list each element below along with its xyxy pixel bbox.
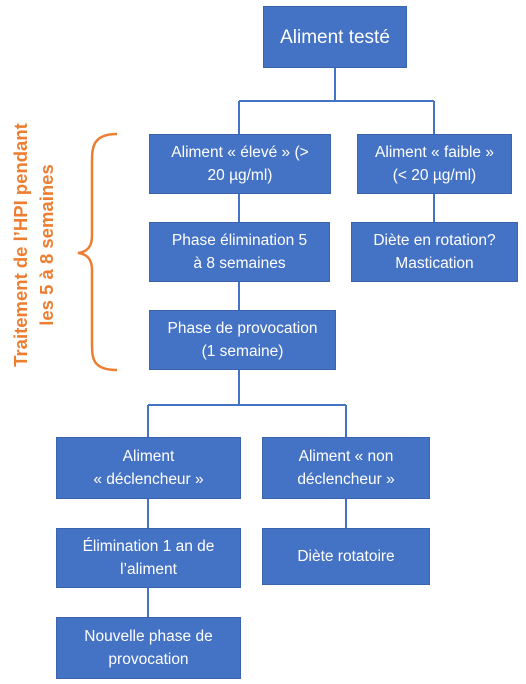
elimination-phase-line-2: à 8 semaines <box>193 255 286 272</box>
high-food-line-1: Aliment « élevé » (> <box>171 144 309 161</box>
rotation-diet-line-2: Mastication <box>395 255 474 272</box>
orange-brace <box>77 132 118 372</box>
box-high-food: Aliment « élevé » (> 20 µg/ml) <box>149 134 331 194</box>
high-food-line-2: 20 µg/ml) <box>207 167 273 184</box>
rotary-diet-label: Diète rotatoire <box>297 548 395 565</box>
box-trigger-food: Aliment « déclencheur » <box>56 437 241 499</box>
side-label-line-1: Traitement de l’HPI pendant <box>10 123 31 367</box>
low-food-line-1: Aliment « faible » <box>375 144 494 161</box>
elimination-phase-line-1: Phase élimination 5 <box>171 232 308 249</box>
side-label: Traitement de l’HPI pendant les 5 à 8 se… <box>8 100 60 390</box>
root-box-label: Aliment testé <box>280 26 390 48</box>
non-trigger-food-line-1: Aliment « non <box>298 448 394 465</box>
provocation-phase-line-1: Phase de provocation <box>167 320 318 337</box>
box-non-trigger-food: Aliment « non déclencheur » <box>262 437 430 499</box>
trigger-food-line-1: Aliment <box>122 448 175 465</box>
root-box-aliment-teste: Aliment testé <box>263 6 407 68</box>
box-provocation-phase: Phase de provocation (1 semaine) <box>149 310 336 370</box>
provocation-phase-line-2: (1 semaine) <box>201 343 284 360</box>
low-food-line-2: (< 20 µg/ml) <box>392 167 477 184</box>
trigger-food-line-2: « déclencheur » <box>93 471 204 488</box>
elimination-year-line-1: Élimination 1 an de <box>82 538 215 555</box>
non-trigger-food-line-2: déclencheur » <box>297 471 395 488</box>
box-elimination-phase: Phase élimination 5 à 8 semaines <box>149 222 330 282</box>
elimination-year-line-2: l’aliment <box>120 561 177 578</box>
box-elimination-one-year: Élimination 1 an de l’aliment <box>56 528 241 588</box>
side-label-line-2: les 5 à 8 semaines <box>36 164 57 326</box>
new-provocation-line-2: provocation <box>108 651 189 668</box>
rotation-diet-line-1: Diète en rotation? <box>373 232 496 249</box>
new-provocation-line-1: Nouvelle phase de <box>84 628 213 645</box>
box-rotation-diet-question: Diète en rotation? Mastication <box>351 222 518 282</box>
box-low-food: Aliment « faible » (< 20 µg/ml) <box>357 134 512 194</box>
box-new-provocation-phase: Nouvelle phase de provocation <box>56 617 241 679</box>
box-rotary-diet: Diète rotatoire <box>262 528 430 585</box>
